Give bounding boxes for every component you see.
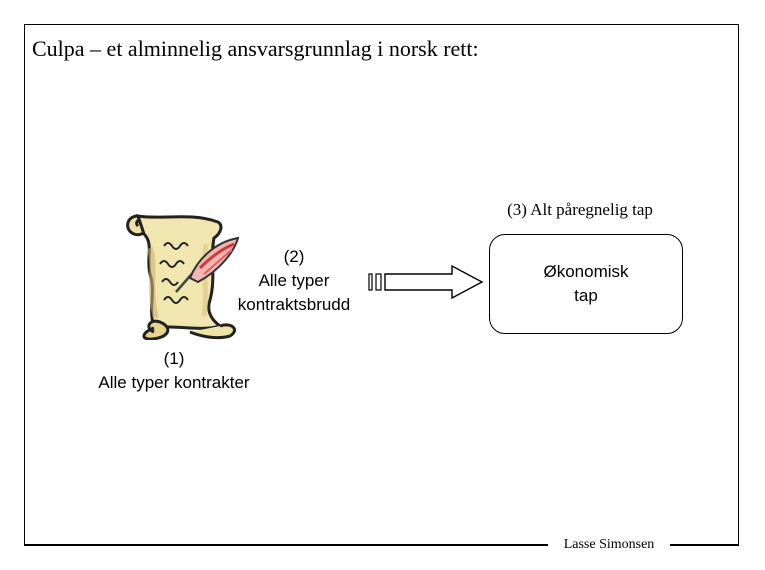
label-contract-types: (1) Alle typer kontrakter (74, 347, 274, 395)
label-2-text: (2) Alle typer kontraktsbrudd (237, 247, 351, 314)
label-contract-breaches: (2) Alle typer kontraktsbrudd (222, 245, 366, 317)
scroll-with-quill-icon (126, 214, 240, 340)
footer-line-right (670, 545, 739, 546)
label-1-text: (1) Alle typer kontrakter (98, 349, 250, 392)
footer-author: Lasse Simonsen (548, 537, 670, 553)
striped-right-arrow-icon (368, 264, 484, 300)
economic-loss-box: Økonomisk tap (489, 234, 683, 334)
slide-frame (24, 24, 739, 545)
economic-loss-text: Økonomisk tap (543, 262, 629, 305)
slide-title: Culpa – et alminnelig ansvarsgrunnlag i … (32, 36, 479, 61)
footer-line-left (24, 545, 548, 546)
label-foreseeable-loss: (3) Alt påregnelig tap (507, 200, 653, 219)
